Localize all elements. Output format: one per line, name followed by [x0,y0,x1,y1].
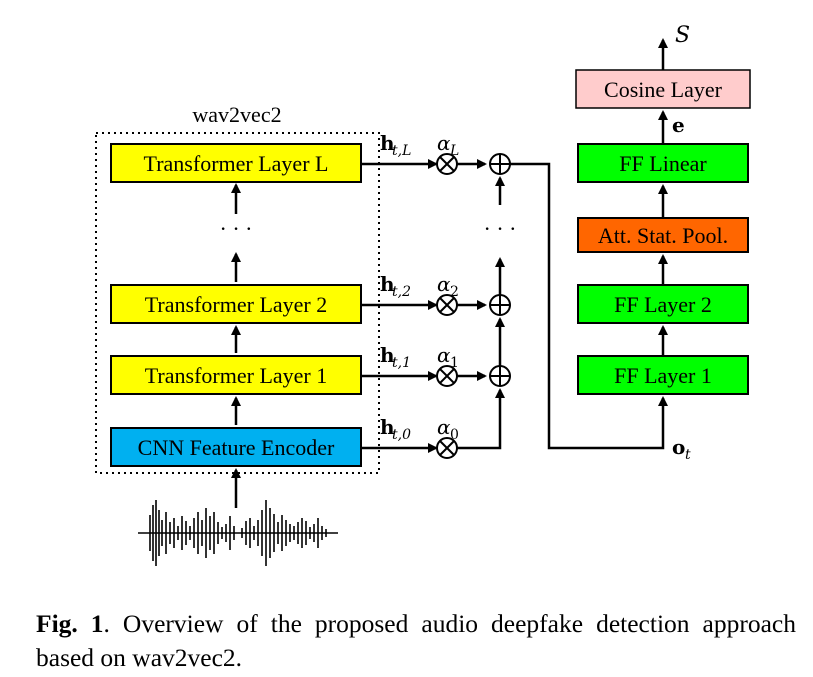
svg-text:CNN Feature Encoder: CNN Feature Encoder [138,435,335,460]
svg-text:α: α [437,272,451,296]
att-stat-pool-box: Att. Stat. Pool. [577,217,749,253]
svg-text:1: 1 [450,355,459,371]
svg-text:2: 2 [450,284,459,300]
sum-icon-2 [489,294,511,316]
transformer-layer-1-box: Transformer Layer 1 [110,355,362,395]
multiply-icon-2 [436,294,458,316]
svg-text:Att. Stat. Pool.: Att. Stat. Pool. [598,223,728,248]
ff-layer-1-box: FF Layer 1 [577,355,749,395]
sum-icon-l [489,153,511,175]
svg-text:h: h [380,131,395,155]
cosine-layer-box: Cosine Layer [575,69,751,109]
svg-text:Transformer Layer 2: Transformer Layer 2 [145,292,327,317]
audio-waveform-icon [138,500,338,566]
sum-icon-1 [489,365,511,387]
svg-text:t,1: t,1 [392,355,411,371]
ff-linear-box: FF Linear [577,143,749,183]
svg-text:FF Linear: FF Linear [619,151,707,176]
svg-text:o: o [672,435,685,459]
aggregate-connection [510,162,668,450]
transformer-layer-2-box: Transformer Layer 2 [110,284,362,324]
svg-text:t,0: t,0 [392,427,411,443]
caption-text: . Overview of the proposed audio deepfak… [36,609,796,672]
multiply-icon-1 [436,365,458,387]
svg-text:Transformer Layer L: Transformer Layer L [144,151,329,176]
weighted-arrows [457,159,505,450]
figure-label: Fig. 1 [36,609,104,638]
svg-text:FF Layer 1: FF Layer 1 [614,363,712,388]
cnn-feature-encoder-box: CNN Feature Encoder [110,427,362,467]
svg-text:h: h [380,272,395,296]
adder-ellipsis: · · · [484,216,517,241]
hidden-state-arrows [361,159,438,453]
ot-label: o t [672,435,691,463]
svg-text:α: α [437,343,451,367]
svg-text:L: L [449,143,459,159]
hidden-label-0: h t,0 [380,415,411,443]
weight-label-l: α L [437,131,459,159]
score-label: S [675,23,690,48]
svg-text:0: 0 [450,427,459,443]
figure-caption: Fig. 1. Overview of the proposed audio d… [36,607,796,675]
weight-label-2: α 2 [437,272,459,300]
svg-text:t,2: t,2 [392,284,411,300]
svg-text:α: α [437,131,451,155]
architecture-diagram: wav2vec2 Transformer Layer L Transformer… [95,23,751,566]
ff-layer-2-box: FF Layer 2 [577,284,749,324]
multiply-icon-l [436,153,458,175]
wav2vec2-label: wav2vec2 [192,102,281,127]
hidden-label-2: h t,2 [380,272,411,300]
svg-text:t,L: t,L [392,143,411,159]
svg-text:Cosine Layer: Cosine Layer [604,77,723,102]
left-ellipsis: · · · [220,216,253,241]
transformer-layer-l-box: Transformer Layer L [110,143,362,183]
hidden-label-l: h t,L [380,131,411,159]
embedding-label: e [672,113,685,137]
svg-text:t: t [685,447,691,463]
multiply-icon-0 [436,437,458,459]
svg-text:h: h [380,415,395,439]
svg-text:FF Layer 2: FF Layer 2 [614,292,712,317]
svg-text:Transformer Layer 1: Transformer Layer 1 [145,363,327,388]
weight-label-1: α 1 [437,343,459,371]
weight-label-0: α 0 [437,415,459,443]
wav2vec2-group [95,132,380,474]
svg-text:α: α [437,415,451,439]
svg-text:h: h [380,343,395,367]
hidden-label-1: h t,1 [380,343,411,371]
